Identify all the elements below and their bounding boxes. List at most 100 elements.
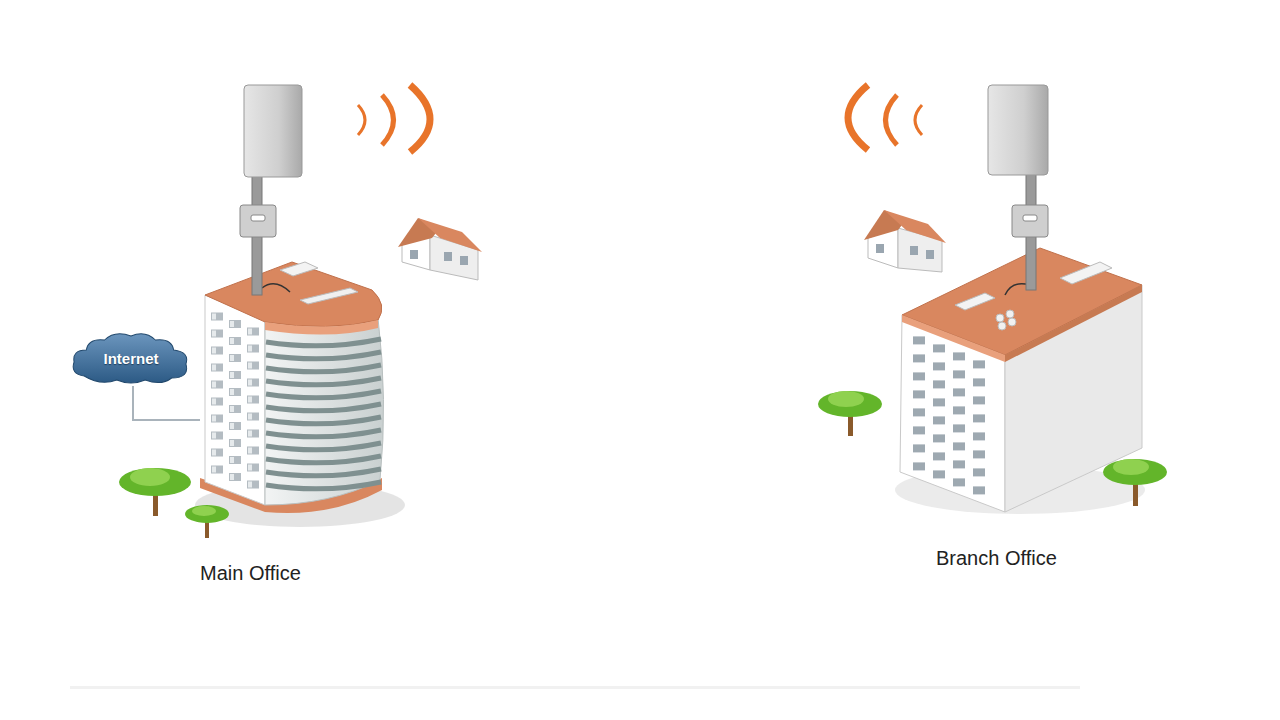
window-pane (212, 416, 216, 422)
cloud-outline (73, 334, 187, 383)
antenna-radio (1012, 205, 1048, 237)
wireless-wave (410, 85, 430, 152)
window (229, 422, 241, 430)
roof-unit (280, 262, 318, 276)
window (913, 390, 925, 398)
window (913, 372, 925, 380)
building-face (205, 295, 265, 505)
window-pane (212, 399, 216, 405)
wireless-wave (358, 105, 365, 135)
roof-unit (955, 293, 995, 310)
window-pane (248, 346, 252, 352)
window (913, 354, 925, 362)
window (913, 444, 925, 452)
building-stripes (266, 339, 381, 489)
window-pane (212, 331, 216, 337)
window (933, 434, 945, 442)
building-label: Branch Office (936, 547, 1057, 570)
window-band (266, 391, 381, 398)
antenna-radio-led (1023, 215, 1037, 221)
window (247, 413, 259, 421)
roof-fans (996, 310, 1016, 330)
window (229, 388, 241, 396)
window-band (266, 365, 381, 372)
window (933, 416, 945, 424)
roof-unit (1060, 262, 1112, 284)
window-pane (230, 457, 234, 463)
window-band (266, 482, 381, 489)
window-pane (248, 448, 252, 454)
window (211, 381, 223, 389)
window (933, 398, 945, 406)
window (229, 439, 241, 447)
window-pane (230, 355, 234, 361)
window (247, 447, 259, 455)
window (211, 466, 223, 474)
window (933, 362, 945, 370)
window-pane (248, 397, 252, 403)
roof-edge (1005, 285, 1142, 362)
window-pane (248, 414, 252, 420)
wireless-wave (848, 85, 868, 150)
roof-edge (265, 320, 378, 335)
window-band (266, 404, 381, 411)
building-label: Main Office (200, 562, 301, 585)
roof-unit (300, 288, 358, 304)
window (933, 452, 945, 460)
wireless-wave (886, 95, 898, 145)
window-pane (230, 389, 234, 395)
window-band (266, 352, 381, 359)
window (229, 371, 241, 379)
window-pane (230, 406, 234, 412)
window-pane (248, 431, 252, 437)
network-link (133, 386, 200, 420)
window (229, 456, 241, 464)
tree (185, 505, 229, 538)
window (247, 379, 259, 387)
window-pane (212, 382, 216, 388)
window (933, 344, 945, 352)
window (953, 478, 965, 486)
window (973, 450, 985, 458)
window-pane (230, 372, 234, 378)
window (933, 470, 945, 478)
window-pane (212, 365, 216, 371)
window-pane (212, 433, 216, 439)
window (247, 328, 259, 336)
window (211, 364, 223, 372)
antenna-panel (988, 85, 1048, 175)
window-band (266, 339, 381, 346)
window (953, 352, 965, 360)
roof-edge (902, 315, 1005, 362)
window-pane (230, 440, 234, 446)
window (973, 468, 985, 476)
tree (1103, 459, 1167, 506)
building-curved-wing (265, 318, 384, 505)
window-band (266, 417, 381, 424)
window (247, 362, 259, 370)
window-pane (212, 348, 216, 354)
window-pane (248, 465, 252, 471)
window (973, 414, 985, 422)
cloud-label: Internet (103, 350, 158, 367)
window (211, 415, 223, 423)
window (953, 460, 965, 468)
window-pane (248, 380, 252, 386)
antenna-radio (240, 205, 276, 237)
window-pane (212, 467, 216, 473)
window (953, 406, 965, 414)
window-band (266, 443, 381, 450)
tree (818, 391, 882, 436)
window (913, 426, 925, 434)
window-pane (248, 329, 252, 335)
window (973, 486, 985, 494)
antenna-panel (244, 85, 302, 177)
tree (119, 468, 191, 516)
window-band (266, 378, 381, 385)
window (247, 345, 259, 353)
window (211, 330, 223, 338)
window (229, 337, 241, 345)
house-icon (864, 210, 946, 272)
window (211, 398, 223, 406)
